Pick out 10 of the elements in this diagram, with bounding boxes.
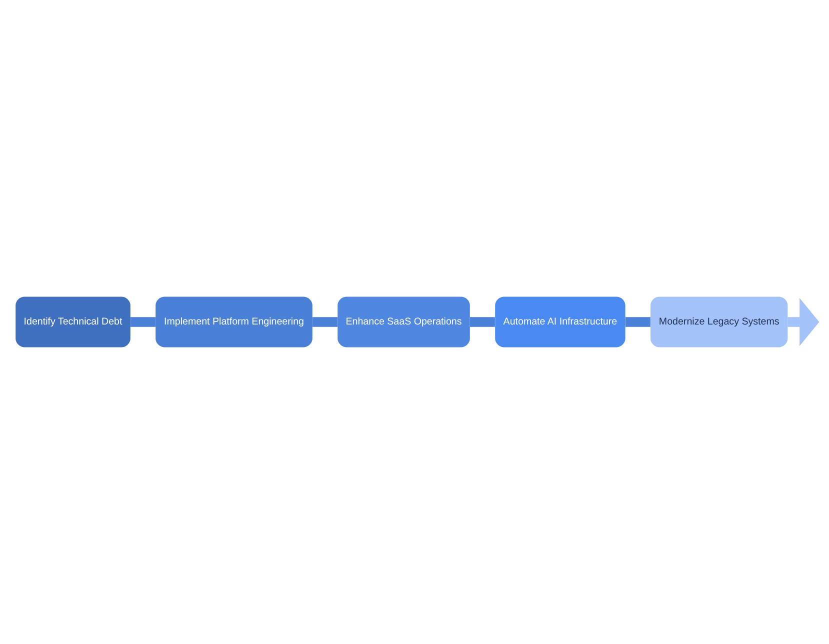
node-box: Implement Platform Engineering bbox=[156, 296, 312, 348]
connector bbox=[130, 317, 156, 327]
connector bbox=[470, 317, 495, 327]
node-box: Identify Technical Debt bbox=[16, 296, 130, 348]
node-box: Enhance SaaS Operations bbox=[338, 296, 470, 348]
arrow bbox=[788, 298, 820, 346]
node-box: Modernize Legacy Systems bbox=[650, 296, 788, 348]
connector bbox=[312, 317, 338, 327]
node-box: Automate AI Infrastructure bbox=[495, 296, 626, 348]
connector bbox=[625, 317, 650, 327]
